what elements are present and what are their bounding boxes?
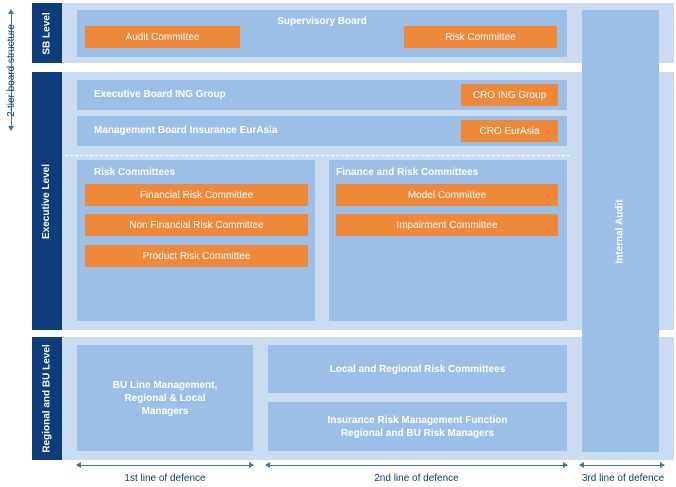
structure-label-wrap: 2-tier board structure [1,10,21,130]
first-line-label: 1st line of defence [124,473,206,484]
internal-audit-label: Internal Audit [614,198,626,264]
product-risk-committee-box: Product Risk Committee [85,245,308,267]
risk-committees-title: Risk Committees [94,167,176,178]
second-line-label: 2nd line of defence [374,473,459,484]
structure-arrow [8,9,14,131]
second-line-arrow [265,462,568,468]
sb-level-bar: SB Level [32,3,62,63]
regional-level-label: Regional and BU Level [41,344,53,453]
executive-divider [65,155,570,156]
bu-line-management-panel: BU Line Management, Regional & Local Man… [77,345,253,451]
sb-level-label: SB Level [41,11,53,55]
risk-committee-box: Risk Committee [404,26,557,48]
executive-board-title: Executive Board ING Group [94,89,226,100]
management-board-title: Management Board Insurance EurAsia [94,125,278,136]
third-line-arrow [579,462,665,468]
financial-risk-committee-box: Financial Risk Committee [85,184,308,206]
first-line-arrow [76,462,254,468]
internal-audit-column: Internal Audit [582,10,659,452]
third-line-label: 3rd line of defence [581,473,665,484]
structure-label: 2-tier board structure [5,23,17,117]
insurance-risk-management-panel: Insurance Risk Management Function Regio… [268,402,567,451]
regional-level-bar: Regional and BU Level [32,337,62,460]
model-committee-box: Model Committee [336,184,558,206]
finance-risk-committees-title: Finance and Risk Committees [336,167,479,178]
impairment-committee-box: Impairment Committee [336,214,558,236]
supervisory-board-title: Supervisory Board [277,16,367,27]
executive-level-label: Executive Level [41,163,53,239]
executive-level-bar: Executive Level [32,72,62,330]
local-regional-risk-committees-panel: Local and Regional Risk Committees [268,345,567,393]
cro-ing-group-box: CRO ING Group [461,84,558,106]
non-financial-risk-committee-box: Non Financial Risk Committee [85,214,308,236]
cro-eurasia-box: CRO EurAsia [461,120,558,142]
audit-committee-box: Audit Committee [85,26,240,48]
